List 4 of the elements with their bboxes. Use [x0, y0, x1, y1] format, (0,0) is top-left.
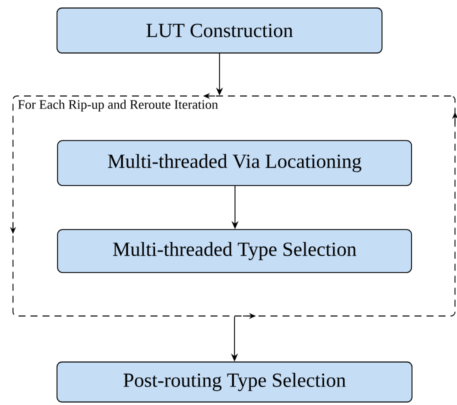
process-box: Post-routing Type Selection: [56, 362, 412, 402]
process-box: Multi-threaded Via Locationing: [57, 140, 412, 186]
process-box: LUT Construction: [56, 8, 382, 54]
process-box: Multi-threaded Type Selection: [57, 229, 412, 273]
